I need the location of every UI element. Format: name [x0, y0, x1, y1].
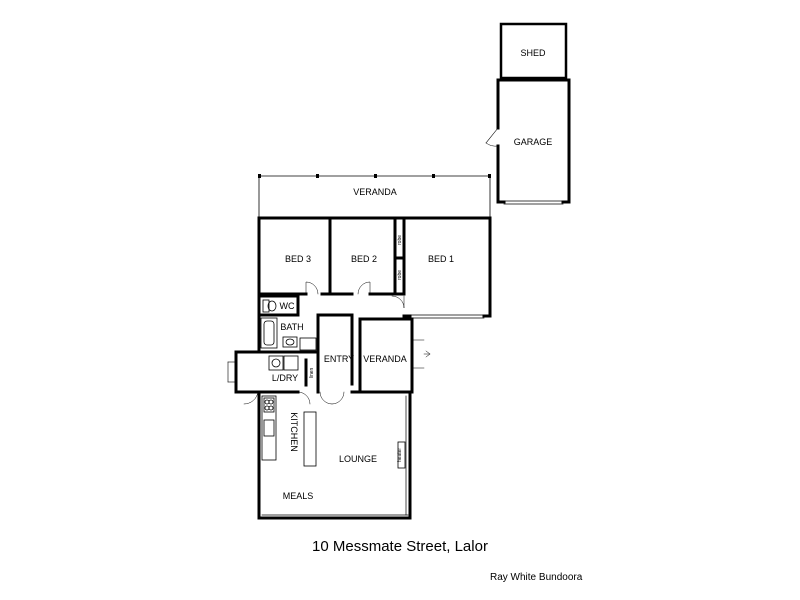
bed1-label: BED 1	[428, 254, 454, 264]
robe-upper-label: robe	[397, 235, 403, 245]
lounge-label: LOUNGE	[339, 454, 377, 464]
bed3-label: BED 3	[285, 254, 311, 264]
shed-walls	[499, 22, 568, 80]
laundry-porch	[227, 350, 261, 405]
robe-lower-label: robe	[397, 270, 403, 280]
bedroom-doors	[305, 281, 405, 309]
bed2-label: BED 2	[351, 254, 377, 264]
kitchen-fixtures	[261, 395, 317, 467]
garage-label: GARAGE	[514, 137, 553, 147]
shed-label: SHED	[520, 48, 546, 58]
laundry-label: L/DRY	[272, 373, 298, 383]
heater-label: heater	[397, 448, 403, 463]
kitchen-label: KITCHEN	[289, 412, 299, 452]
internal-doors	[297, 391, 345, 405]
wc-toilet	[262, 299, 277, 313]
agency-name: Ray White Bundoora	[490, 572, 583, 583]
living-walls	[257, 390, 412, 520]
heater	[397, 441, 406, 469]
entry-label: ENTRY	[324, 354, 354, 364]
wc-label: WC	[280, 301, 295, 311]
bedroom-windows	[289, 216, 485, 319]
linen-label: linen	[309, 368, 315, 379]
property-address: 10 Messmate Street, Lalor	[312, 538, 488, 555]
veranda-rear-outline	[258, 175, 491, 219]
entry-walls	[350, 317, 414, 394]
wet-area-walls	[257, 294, 354, 394]
veranda-front-label: VERANDA	[363, 354, 407, 364]
laundry-fixtures	[268, 355, 299, 371]
bedroom-walls	[257, 216, 492, 318]
garage-walls	[485, 78, 571, 205]
bath-label: BATH	[280, 322, 303, 332]
bath-fixtures	[260, 317, 317, 351]
front-door	[411, 339, 431, 369]
meals-label: MEALS	[283, 491, 314, 501]
veranda-posts	[258, 174, 491, 178]
veranda-rear-label: VERANDA	[353, 187, 397, 197]
living-windows	[261, 395, 409, 516]
